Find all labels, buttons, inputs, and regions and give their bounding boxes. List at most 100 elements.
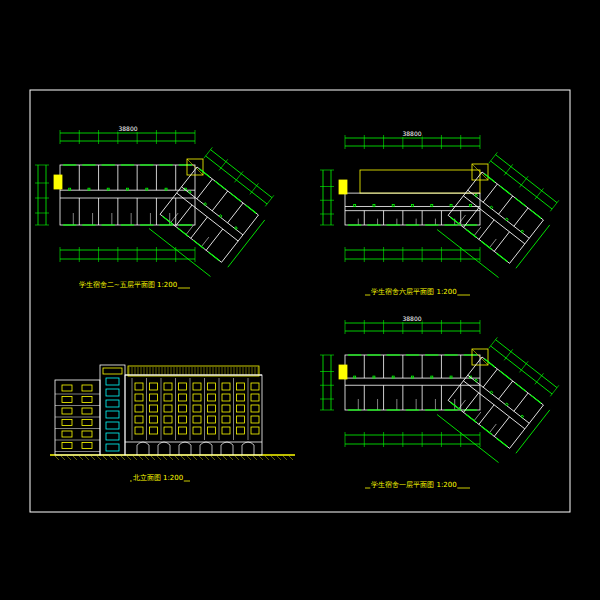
cad-line	[195, 247, 196, 262]
cad-line	[235, 171, 244, 182]
cad-line	[483, 369, 497, 387]
cad-rect	[222, 383, 230, 390]
cad-line	[444, 409, 457, 410]
cad-line	[231, 367, 232, 375]
cad-line	[387, 409, 400, 410]
cad-rect	[62, 443, 72, 449]
cad-rect	[475, 379, 478, 382]
cad-line	[425, 224, 438, 225]
cad-rect	[251, 383, 259, 390]
cad-rect	[373, 376, 375, 378]
cad-line	[246, 367, 247, 375]
cad-rect	[521, 415, 524, 418]
cad-rect	[179, 416, 187, 423]
cad-line	[127, 456, 131, 460]
cad-line	[466, 229, 477, 237]
cad-line	[535, 373, 544, 384]
cad-line	[472, 164, 488, 180]
cad-rect	[345, 355, 480, 410]
label-holder: 北立面图 1:200	[132, 466, 184, 484]
cad-line	[156, 367, 157, 375]
cad-line	[514, 393, 528, 411]
label-holder: 学生宿舍二~五层平面图 1:200	[78, 273, 178, 291]
cad-rect	[472, 164, 488, 180]
cad-line	[67, 456, 71, 460]
cad-line	[460, 211, 461, 225]
cad-line	[178, 228, 189, 236]
cad-line	[320, 355, 334, 356]
cad-line	[151, 456, 155, 460]
cad-line	[195, 130, 196, 144]
cad-line	[494, 232, 509, 252]
cad-rect	[135, 416, 143, 423]
cad-line	[201, 237, 208, 246]
cad-rect	[392, 376, 394, 378]
cad-line	[323, 355, 324, 410]
cad-line	[186, 367, 187, 375]
cad-rect	[237, 394, 245, 401]
cad-line	[150, 213, 151, 225]
cad-line	[204, 367, 205, 375]
cad-line	[320, 225, 334, 226]
cad-line	[441, 385, 442, 410]
cad-line	[199, 456, 203, 460]
cad-line	[464, 393, 479, 413]
cad-rect	[193, 416, 201, 423]
cad-rect	[106, 411, 119, 418]
cad-line	[416, 219, 417, 225]
cad-line	[162, 216, 173, 224]
cad-rect	[222, 394, 230, 401]
cad-line	[175, 130, 176, 144]
cad-line	[132, 378, 133, 440]
cad-line	[345, 250, 480, 251]
cad-rect	[54, 175, 62, 189]
cad-line	[111, 213, 112, 225]
cad-rect	[339, 365, 347, 379]
cad-line	[345, 259, 480, 260]
cad-line	[207, 367, 208, 375]
cad-line	[145, 456, 149, 460]
cad-line	[213, 367, 214, 375]
cad-line	[364, 385, 365, 410]
cad-line	[73, 456, 77, 460]
cad-line	[248, 378, 249, 440]
cad-line	[377, 399, 378, 410]
sheet-border	[30, 90, 570, 512]
cad-line	[474, 412, 481, 421]
cad-rect	[187, 159, 203, 175]
cad-line	[490, 424, 497, 433]
cad-line	[228, 367, 229, 375]
cad-line	[228, 220, 265, 267]
cad-line	[249, 367, 250, 375]
cad-line	[137, 198, 138, 225]
cad-line	[348, 224, 361, 225]
cad-line	[514, 208, 528, 226]
cad-line	[183, 367, 184, 375]
cad-rect	[164, 427, 172, 434]
cad-rect	[251, 416, 259, 423]
cad-line	[38, 165, 39, 225]
cad-rect	[150, 405, 158, 412]
cad-line	[206, 156, 267, 204]
cad-line	[163, 456, 167, 460]
cad-line	[491, 161, 552, 209]
drawing-caption: 学生宿舍六层平面图 1:200	[370, 288, 457, 296]
cad-line	[137, 247, 138, 262]
cad-line	[197, 179, 213, 199]
cad-line	[162, 367, 163, 375]
cad-line	[323, 170, 324, 225]
cad-rect	[62, 385, 72, 391]
cad-line	[55, 451, 100, 452]
cad-line	[171, 367, 172, 375]
cad-line	[402, 355, 403, 378]
cad-line	[496, 340, 557, 388]
cad-line	[63, 164, 76, 165]
cad-line	[198, 367, 199, 375]
cad-rect	[392, 204, 394, 206]
cad-rect	[472, 349, 488, 365]
cad-line	[367, 409, 380, 410]
cad-line	[406, 224, 419, 225]
cad-rect	[450, 376, 452, 378]
